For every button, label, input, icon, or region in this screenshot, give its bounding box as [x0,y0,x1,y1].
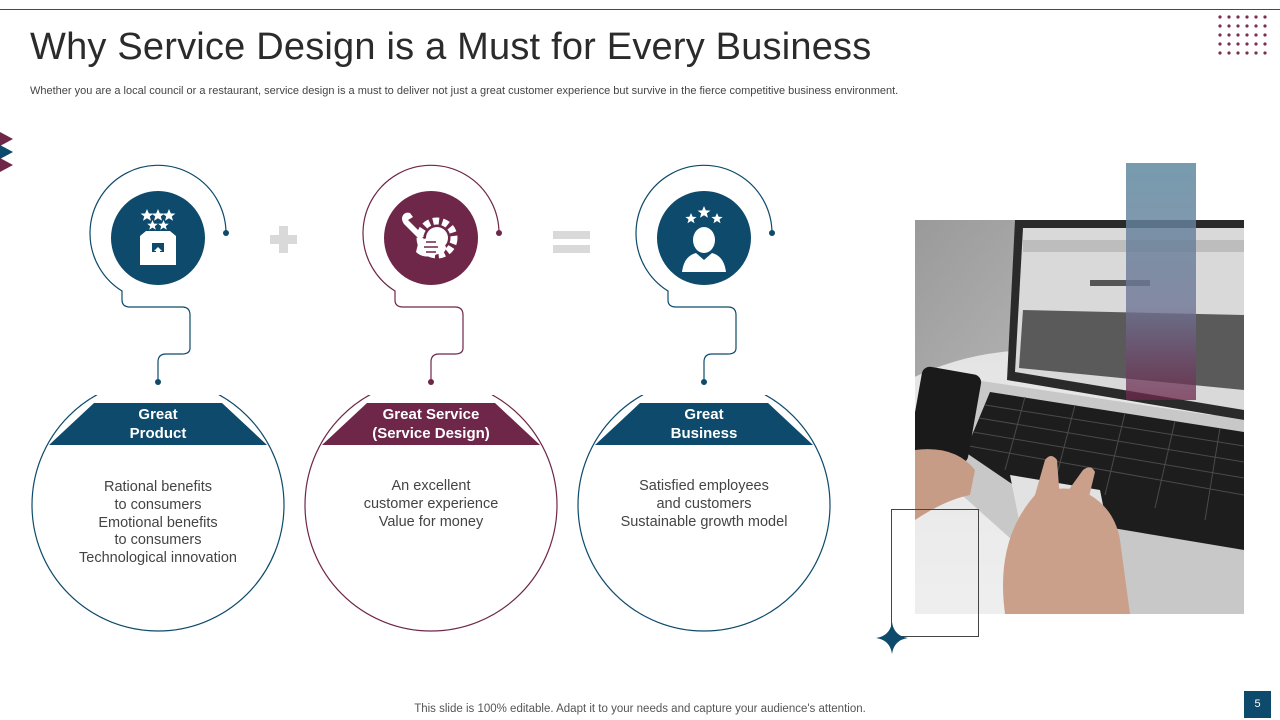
triangle-decoration [0,132,13,172]
sparkle-star-icon [876,622,908,654]
outline-frame-decoration [891,509,979,637]
card-1-line: Technological innovation [79,550,237,567]
plus-icon [270,226,297,253]
card-2-body: An excellent customer experience Value f… [321,478,541,531]
card-1-circle [31,395,285,632]
card-3-connector [635,164,775,385]
card-1-label-bg [49,403,267,445]
card-1-line: to consumers [114,496,202,513]
card-3-label-bg [595,403,813,445]
connector-graphic [89,164,775,385]
card-3-line: Sustainable growth model [620,513,788,530]
card-3-label: Great Business [604,405,804,443]
card-1-line: to consumers [114,532,202,549]
slide-title: Why Service Design is a Must for Every B… [30,26,872,68]
card-1-line: Rational benefits [103,479,212,495]
card-1-label: Great Product [58,405,258,443]
equals-icon [553,231,590,253]
card-2-label-bg [322,403,540,445]
card-2-line: An excellent [391,478,471,494]
card-2-label-line1: Great Service [382,406,480,423]
person-stars-icon [682,206,726,272]
card-2-connector [362,164,502,385]
wrench-gear-hand-icon [402,212,458,259]
card-3-label-line1: Great [684,406,724,423]
card-3-circle [577,395,831,632]
footer-note: This slide is 100% editable. Adapt it to… [414,703,866,715]
card-3-body: Satisfied employees and customers Sustai… [594,478,814,531]
card-2-label: Great Service (Service Design) [331,405,531,443]
card-3-line: Satisfied employees [639,478,769,494]
dot-grid-decoration [1218,15,1267,55]
card-1-label-line2: Product [129,425,187,442]
card-2-line: Value for money [378,513,484,530]
card-1-body: Rational benefits to consumers Emotional… [48,479,268,568]
page-number: 5 [1244,691,1271,718]
slide-subtitle: Whether you are a local council or a res… [30,85,899,97]
overlay-accent-bar [1126,163,1196,400]
card-1-label-line1: Great [138,406,178,423]
card-3-line: and customers [656,495,752,512]
card-3-label-line2: Business [670,425,738,442]
product-box-stars-icon [140,209,176,265]
card-circles [31,395,831,632]
card-1-connector [89,164,229,385]
card-2-label-line2: (Service Design) [372,425,490,442]
card-2-circle [304,395,558,632]
card-1-line: Emotional benefits [98,514,218,531]
card-2-line: customer experience [363,495,499,512]
top-rule [0,9,1280,10]
